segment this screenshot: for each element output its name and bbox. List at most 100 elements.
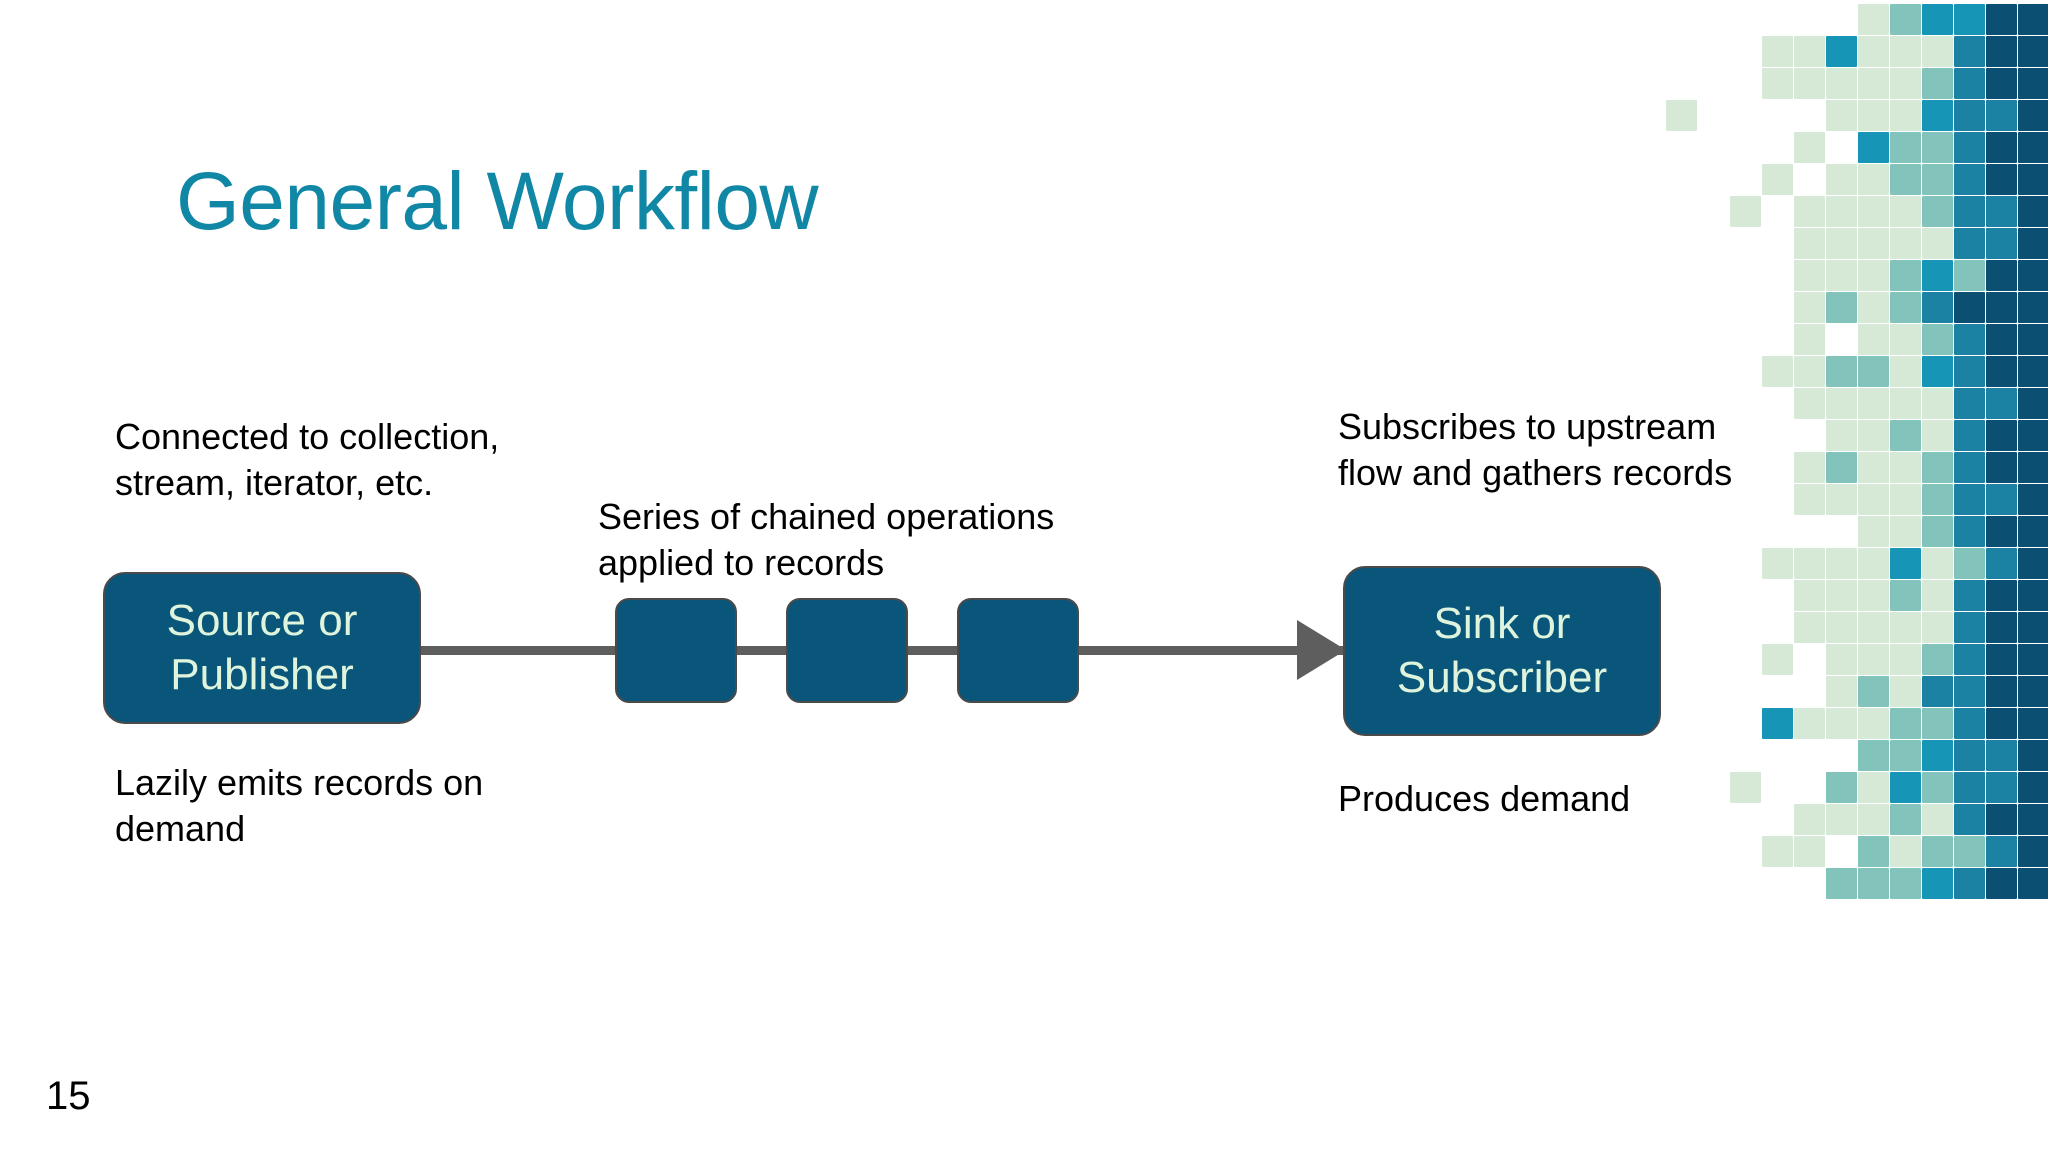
mosaic-cell (1954, 804, 1985, 835)
source-publisher-label: Source or Publisher (166, 596, 358, 699)
mosaic-cell (1826, 100, 1857, 131)
mosaic-cell (1922, 4, 1953, 35)
mosaic-cell (1858, 580, 1889, 611)
mosaic-cell (1986, 452, 2017, 483)
mosaic-cell (1954, 772, 1985, 803)
mosaic-cell (1922, 388, 1953, 419)
mosaic-cell (1986, 836, 2017, 867)
operation-box[interactable] (615, 598, 737, 703)
mosaic-cell (2018, 708, 2048, 739)
mosaic-cell (1858, 836, 1889, 867)
mosaic-cell (1826, 868, 1857, 899)
mosaic-cell (1890, 292, 1921, 323)
mosaic-cell (1954, 548, 1985, 579)
mosaic-cell (1762, 836, 1793, 867)
source-publisher-node[interactable]: Source or Publisher (103, 572, 421, 724)
mosaic-cell (1794, 804, 1825, 835)
mosaic-cell (1890, 420, 1921, 451)
mosaic-cell (1858, 708, 1889, 739)
mosaic-cell (1922, 228, 1953, 259)
mosaic-cell (1986, 580, 2017, 611)
mosaic-cell (2018, 484, 2048, 515)
mosaic-cell (1826, 708, 1857, 739)
mosaic-cell (2018, 292, 2048, 323)
mosaic-cell (1922, 164, 1953, 195)
mosaic-cell (1954, 196, 1985, 227)
mosaic-cell (1858, 612, 1889, 643)
mosaic-cell (1858, 740, 1889, 771)
mosaic-cell (1858, 772, 1889, 803)
mosaic-cell (1954, 388, 1985, 419)
mosaic-cell (1794, 580, 1825, 611)
mosaic-cell (1922, 836, 1953, 867)
mosaic-cell (1922, 36, 1953, 67)
mosaic-cell (1986, 420, 2017, 451)
mosaic-cell (1890, 548, 1921, 579)
mosaic-cell (1826, 388, 1857, 419)
mosaic-cell (1922, 740, 1953, 771)
mosaic-cell (1986, 676, 2017, 707)
operation-box[interactable] (957, 598, 1079, 703)
mosaic-cell (1954, 356, 1985, 387)
mosaic-cell (2018, 580, 2048, 611)
mosaic-cell (1826, 420, 1857, 451)
mosaic-cell (1890, 164, 1921, 195)
operation-box[interactable] (786, 598, 908, 703)
mosaic-cell (1890, 868, 1921, 899)
mosaic-cell (2018, 68, 2048, 99)
slide-number: 15 (46, 1074, 91, 1118)
mosaic-cell (1922, 772, 1953, 803)
sink-caption-below: Produces demand (1338, 778, 1631, 819)
mosaic-cell (1826, 804, 1857, 835)
mosaic-cell (1954, 164, 1985, 195)
mosaic-cell (1794, 836, 1825, 867)
mosaic-cell (1666, 100, 1697, 131)
mosaic-cell (1858, 36, 1889, 67)
mosaic-cell (1922, 356, 1953, 387)
mosaic-cell (1858, 292, 1889, 323)
mosaic-cell (2018, 612, 2048, 643)
mosaic-cell (1986, 644, 2017, 675)
mosaic-cell (1954, 324, 1985, 355)
mosaic-cell (1922, 868, 1953, 899)
mosaic-cell (1890, 836, 1921, 867)
mosaic-cell (1858, 868, 1889, 899)
mosaic-cell (1858, 4, 1889, 35)
sink-caption-above: Subscribes to upstream flow and gathers … (1338, 406, 1733, 493)
sink-subscriber-node[interactable]: Sink or Subscriber (1343, 566, 1661, 736)
mosaic-cell (1954, 580, 1985, 611)
mosaic-cell (1922, 196, 1953, 227)
mosaic-cell (1890, 740, 1921, 771)
mosaic-cell (1794, 196, 1825, 227)
mosaic-cell (1986, 804, 2017, 835)
mosaic-cell (2018, 164, 2048, 195)
mosaic-cell (2018, 516, 2048, 547)
mosaic-cell (1794, 36, 1825, 67)
mosaic-cell (1826, 612, 1857, 643)
mosaic-cell (1922, 292, 1953, 323)
mosaic-cell (1890, 228, 1921, 259)
mosaic-cell (1986, 4, 2017, 35)
mosaic-cell (1922, 420, 1953, 451)
mosaic-cell (1762, 36, 1793, 67)
mosaic-cell (1986, 484, 2017, 515)
mosaic-cell (1890, 644, 1921, 675)
operations-caption: Series of chained operations applied to … (598, 496, 1055, 583)
mosaic-cell (1922, 484, 1953, 515)
mosaic-cell (1890, 68, 1921, 99)
mosaic-cell (1858, 420, 1889, 451)
mosaic-cell (1826, 548, 1857, 579)
mosaic-cell (1890, 772, 1921, 803)
mosaic-cell (1858, 164, 1889, 195)
mosaic-cell (1858, 196, 1889, 227)
mosaic-cell (2018, 36, 2048, 67)
mosaic-cell (1794, 388, 1825, 419)
mosaic-cell (1954, 484, 1985, 515)
mosaic-cell (1922, 100, 1953, 131)
mosaic-cell (1858, 260, 1889, 291)
mosaic-cell (1762, 644, 1793, 675)
mosaic-cell (1794, 292, 1825, 323)
mosaic-cell (1986, 68, 2017, 99)
mosaic-cell (1954, 228, 1985, 259)
mosaic-cell (1858, 132, 1889, 163)
